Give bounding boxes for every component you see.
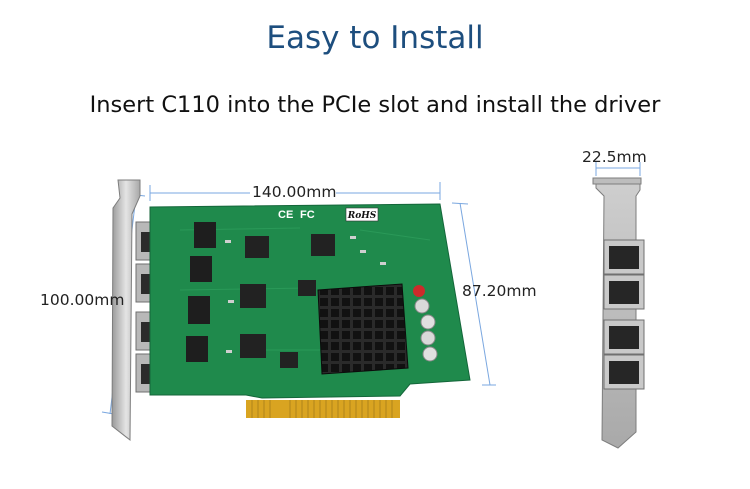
front-bracket: [592, 177, 645, 449]
page-subtitle: Insert C110 into the PCIe slot and insta…: [89, 92, 661, 118]
capacitors: [413, 285, 438, 362]
page-title: Easy to Install: [266, 20, 484, 56]
heatsink: [317, 283, 409, 375]
height-dimension-label-left: 100.00mm: [40, 291, 125, 309]
fc-mark: FC: [300, 209, 315, 221]
width-dimension-label: 140.00mm: [252, 183, 337, 201]
rohs-mark: RoHS: [347, 211, 377, 221]
bracket-width-label: 22.5mm: [582, 148, 647, 166]
pcb-board: RoHS CE FC: [149, 203, 471, 418]
rj45-ports-front: [603, 239, 645, 390]
controller-chips: [240, 234, 335, 368]
height-dimension-label-right: 87.20mm: [462, 282, 537, 300]
ce-mark: CE: [278, 209, 293, 221]
pcie-gold-contacts: [246, 400, 400, 418]
magnetics: [186, 222, 216, 362]
